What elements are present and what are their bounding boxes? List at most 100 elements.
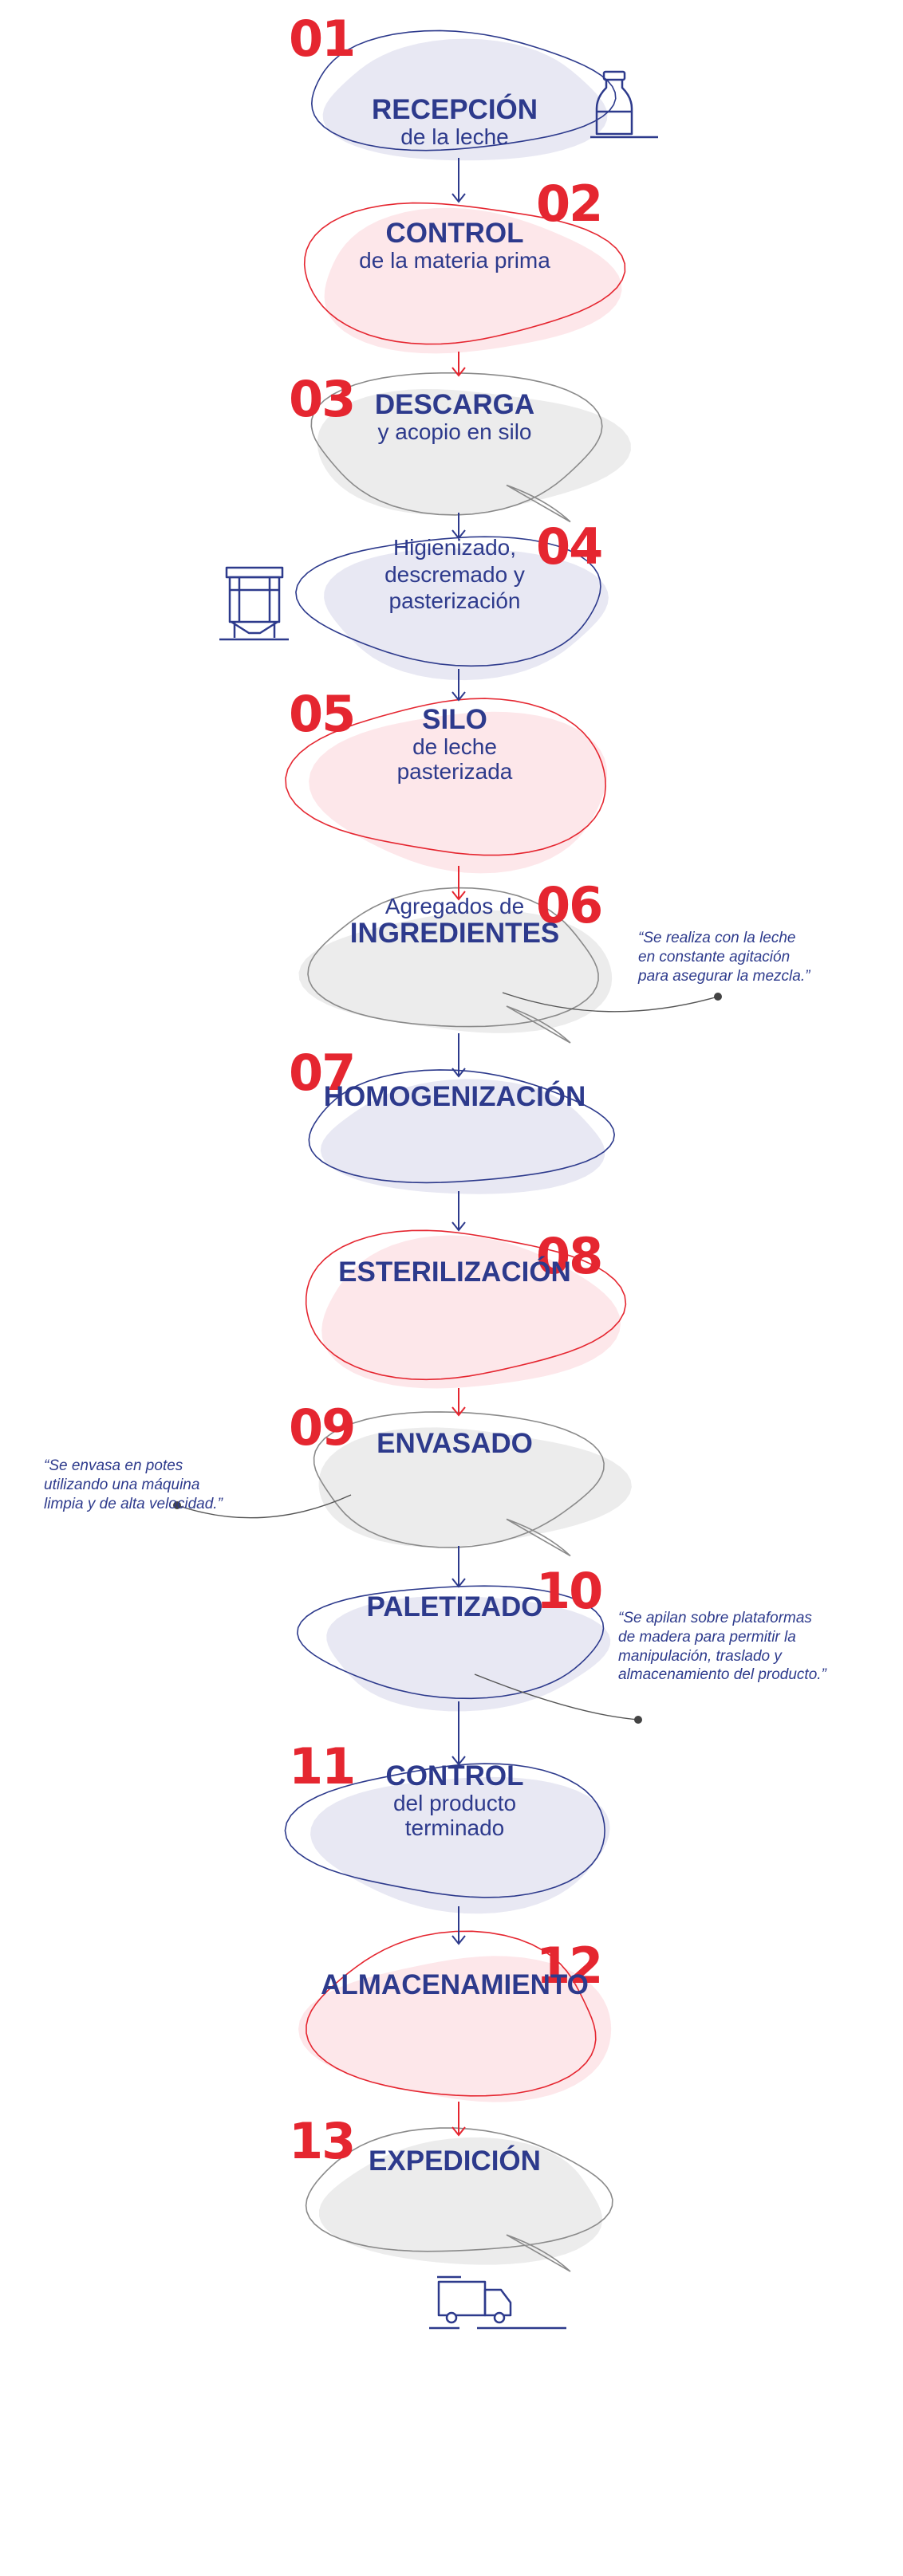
- silo-tank-icon: [219, 566, 289, 641]
- step-number: 02: [536, 175, 603, 233]
- step-blob-fill: [309, 711, 608, 874]
- step-line: Higienizado,: [392, 535, 517, 560]
- step-number: 07: [289, 1044, 356, 1102]
- step-number: 10: [536, 1562, 603, 1620]
- note-leader-line: [474, 1673, 639, 1721]
- step-blob-outline: [308, 1069, 616, 1184]
- step-blob-fill: [310, 1776, 610, 1914]
- note-line: “Se realiza con la leche: [638, 930, 796, 946]
- step-pre-text: Agregados de: [384, 894, 525, 918]
- note-line: utilizando una máquina: [44, 1476, 200, 1493]
- flow-arrow: [452, 1906, 466, 1945]
- step-blob-fill: [298, 1956, 612, 2102]
- step-line: terminado: [404, 1815, 505, 1840]
- step-title: EXPEDICIÓN: [369, 2145, 541, 2177]
- step-label: ALMACENAMIENTO: [315, 1969, 594, 2000]
- arrow-layer: [452, 158, 466, 2137]
- note-leader-line: [502, 992, 719, 1013]
- note-line: de madera para permitir la: [618, 1628, 796, 1646]
- step-label: PALETIZADO: [315, 1591, 594, 1622]
- step-number: 05: [289, 685, 356, 743]
- note-line: limpia y de alta velocidad.”: [44, 1495, 223, 1512]
- blob-layer: [284, 29, 632, 2272]
- step-line: pasterizada: [396, 758, 513, 784]
- step-title: ESTERILIZACIÓN: [338, 1257, 571, 1288]
- step-line: descremado y: [384, 561, 525, 587]
- step-number: 01: [289, 10, 356, 68]
- note-leader-line: [176, 1494, 352, 1519]
- note-line: “Se apilan sobre plataformas: [618, 1610, 812, 1626]
- step-blob-fill: [324, 207, 622, 354]
- flow-arrow: [452, 669, 466, 702]
- step-title: SILO: [422, 704, 487, 735]
- step-blob-outline: [305, 2127, 613, 2272]
- step-number: 04: [536, 517, 603, 576]
- step-blob-fill: [320, 1079, 605, 1194]
- flow-arrow: [452, 2102, 466, 2137]
- note-leader-dot: [173, 1501, 181, 1509]
- step-blob-outline: [310, 372, 603, 523]
- note-line: para asegurar la mezcla.”: [638, 967, 810, 985]
- step-subtitle: de la leche: [400, 124, 509, 149]
- step-blob-outline: [284, 1763, 605, 1898]
- step-subtitle: de la materia prima: [359, 247, 550, 273]
- step-number: 11: [289, 1737, 356, 1795]
- step-blob-outline: [295, 536, 601, 667]
- icon-layer: [219, 70, 658, 2330]
- note-line: almacenamiento del producto.”: [618, 1666, 826, 1684]
- step-title: RECEPCIÓN: [371, 94, 538, 125]
- step-number: 08: [536, 1227, 603, 1285]
- note-leader-layer: [173, 992, 722, 1724]
- step-blob-outline: [296, 1585, 605, 1700]
- note-leader-dot: [634, 1716, 642, 1724]
- step-blob-fill: [326, 1595, 611, 1712]
- milk-bottle-icon: [590, 70, 658, 139]
- step-number: 12: [536, 1937, 603, 1995]
- flow-arrow: [452, 1388, 466, 1417]
- step-title: CONTROL: [385, 218, 524, 249]
- flow-arrow: [452, 1033, 466, 1078]
- step-label: HOMOGENIZACIÓN: [315, 1082, 594, 1112]
- step-number: 03: [289, 370, 356, 428]
- step-title: PALETIZADO: [366, 1591, 543, 1622]
- step-line: de leche: [412, 733, 497, 759]
- step-blob-fill: [319, 2137, 603, 2265]
- step-subtitle: y acopio en silo: [377, 419, 532, 444]
- step-line: del producto: [392, 1790, 517, 1815]
- flow-arrow: [452, 1546, 466, 1588]
- step-blob-fill: [321, 1235, 621, 1389]
- step-blob-outline: [307, 887, 599, 1044]
- step-blob-fill: [322, 38, 608, 161]
- flow-arrow: [452, 158, 466, 203]
- step-blob-fill: [318, 1427, 632, 1548]
- flow-arrow: [452, 513, 466, 540]
- step-blob-outline: [306, 1930, 597, 2097]
- step-label: EXPEDICIÓN: [315, 2145, 594, 2177]
- step-blob-fill: [324, 548, 609, 681]
- step-title: ENVASADO: [377, 1428, 533, 1459]
- flow-arrow: [452, 1701, 466, 1766]
- step-number: 13: [289, 2112, 356, 2170]
- delivery-truck-icon: [429, 2275, 566, 2330]
- flow-arrow: [452, 866, 466, 901]
- step-blob-fill: [317, 389, 631, 515]
- flow-arrow: [452, 1191, 466, 1232]
- step-label: ESTERILIZACIÓN: [315, 1257, 594, 1288]
- step-title: CONTROL: [385, 1760, 524, 1791]
- step-title: DESCARGA: [374, 389, 535, 420]
- step-blob-outline: [305, 1229, 627, 1381]
- step-label: ENVASADO: [315, 1428, 594, 1459]
- step-title: ALMACENAMIENTO: [321, 1969, 589, 2000]
- step-number: 06: [536, 876, 603, 934]
- flow-arrow: [452, 352, 466, 377]
- step-blob-outline: [303, 202, 626, 345]
